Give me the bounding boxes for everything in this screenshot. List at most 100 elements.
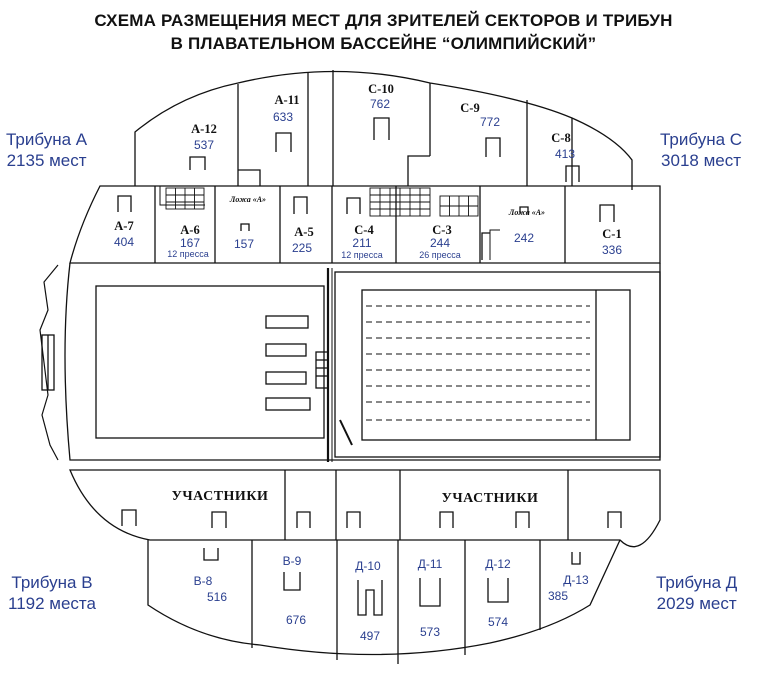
middle-sector-seats: 211	[352, 236, 371, 250]
middle-sector-name: А-7	[114, 219, 133, 233]
tribune-b-label: Трибуна В 1192 места	[8, 572, 96, 614]
exit-icon	[283, 572, 301, 591]
exit-icon	[373, 117, 390, 140]
middle-sector-note: 12 пресса	[341, 250, 382, 260]
exit-icon	[357, 580, 383, 616]
tribune-c-seats: 3018 мест	[661, 151, 742, 170]
lane-lines	[366, 305, 590, 421]
middle-sector-name: А-6	[180, 223, 199, 237]
middle-sector-seats: 244	[430, 236, 450, 250]
lower-sector-name: Д-12	[485, 557, 511, 571]
tribune-d-seats: 2029 мест	[656, 594, 737, 613]
exit-icon	[419, 578, 441, 607]
upper-exits	[189, 117, 580, 182]
lower-sector-name: Д-11	[418, 557, 443, 571]
middle-sector-seats: 225	[292, 241, 312, 255]
tribune-d-name: Трибуна Д	[656, 573, 738, 592]
exit-icon	[293, 196, 308, 214]
middle-exits	[117, 195, 615, 260]
lower-sector-seats: 676	[286, 613, 306, 627]
middle-band-outline	[69, 185, 661, 264]
middle-sector-name: Ложа «А»	[508, 208, 545, 217]
lower-sector-seats: 573	[420, 625, 440, 639]
exit-icon	[487, 578, 509, 603]
upper-tribune	[134, 70, 633, 190]
upper-tribune-outline	[134, 70, 633, 190]
upper-sector-name: С-10	[368, 82, 394, 96]
exit-icon	[211, 511, 227, 528]
lower-sector-name: В-9	[283, 554, 302, 568]
tribune-b-name: Трибуна В	[11, 573, 93, 592]
exit-icon	[599, 204, 615, 222]
tribune-d-label: Трибуна Д 2029 мест	[656, 572, 737, 614]
title-line-1: СХЕМА РАЗМЕЩЕНИЯ МЕСТ ДЛЯ ЗРИТЕЛЕЙ СЕКТО…	[94, 11, 673, 30]
upper-sector-name: А-11	[275, 93, 300, 107]
upper-sector-seats: 633	[273, 110, 293, 124]
tribune-a-name: Трибуна А	[6, 130, 88, 149]
upper-step	[238, 169, 261, 186]
pool-hall-outline	[64, 262, 661, 461]
exit-icon	[519, 206, 529, 214]
exit-icon	[481, 232, 490, 260]
exit-icon	[565, 165, 580, 182]
middle-sector-name: Ложа «А»	[229, 195, 266, 204]
lower-tribune	[147, 539, 621, 664]
press-seats	[165, 187, 479, 217]
participants-band	[69, 469, 661, 548]
middle-sector-name: С-1	[602, 227, 621, 241]
upper-sector-seats: 413	[555, 147, 575, 161]
upper-sector-name: С-8	[551, 131, 570, 145]
upper-sector-name: А-12	[191, 122, 217, 136]
main-pool-frame	[334, 271, 661, 458]
exit-icon	[121, 509, 137, 526]
middle-tribune	[69, 185, 661, 264]
upper-sector-seats: 772	[480, 115, 500, 129]
exit-icon	[117, 195, 132, 212]
middle-sector-name: А-5	[294, 225, 313, 239]
middle-sector-note: 26 пресса	[419, 250, 460, 260]
exit-icon	[203, 548, 219, 561]
tribune-a-seats: 2135 мест	[6, 151, 87, 170]
exit-icon	[296, 511, 311, 528]
middle-sector-name: С-4	[354, 223, 374, 237]
tribune-a-label: Трибуна А 2135 мест	[6, 129, 87, 171]
middle-sector-seats: 242	[514, 231, 534, 245]
exit-icon	[275, 132, 292, 152]
middle-sector-note: 12 пресса	[167, 249, 208, 259]
tribune-c-name: Трибуна С	[660, 130, 743, 149]
participants-label-right: УЧАСТНИКИ	[442, 491, 539, 506]
middle-sector-seats: 167	[180, 236, 200, 250]
upper-step	[407, 155, 430, 186]
exit-icon	[189, 156, 206, 170]
middle-sector-seats: 336	[602, 243, 622, 257]
main-pool	[361, 289, 631, 441]
exit-icon	[346, 511, 361, 528]
upper-sector-seats: 537	[194, 138, 214, 152]
left-wall	[39, 264, 59, 461]
lower-sector-seats: 385	[548, 589, 568, 603]
upper-sector-name: С-9	[460, 101, 479, 115]
exit-icon	[607, 511, 622, 528]
exit-icon	[515, 511, 530, 528]
lower-sector-seats: 497	[360, 629, 380, 643]
exit-icon	[439, 511, 454, 528]
pool-area	[39, 262, 661, 462]
exit-icon	[485, 137, 501, 157]
tribune-c-label: Трибуна С 3018 мест	[660, 129, 742, 171]
middle-sector-seats: 404	[114, 235, 134, 249]
lower-sector-name: Д-10	[355, 559, 381, 573]
title-line-2: В ПЛАВАТЕЛЬНОМ БАССЕЙНЕ “ОЛИМПИЙСКИЙ”	[170, 34, 597, 53]
exit-icon	[240, 223, 250, 231]
exit-icon	[571, 552, 581, 565]
middle-sector-seats: 157	[234, 237, 254, 251]
participants-label-left: УЧАСТНИКИ	[172, 489, 269, 504]
diving-pool	[95, 285, 325, 439]
tribune-b-seats: 1192 места	[8, 594, 96, 613]
upper-sector-seats: 762	[370, 97, 390, 111]
middle-sector-name: С-3	[432, 223, 451, 237]
lower-sector-name: Д-13	[563, 573, 589, 587]
lower-sector-name: В-8	[194, 574, 213, 588]
lower-sector-seats: 516	[207, 590, 227, 604]
participants-outline	[69, 469, 661, 548]
exit-icon	[346, 197, 361, 214]
